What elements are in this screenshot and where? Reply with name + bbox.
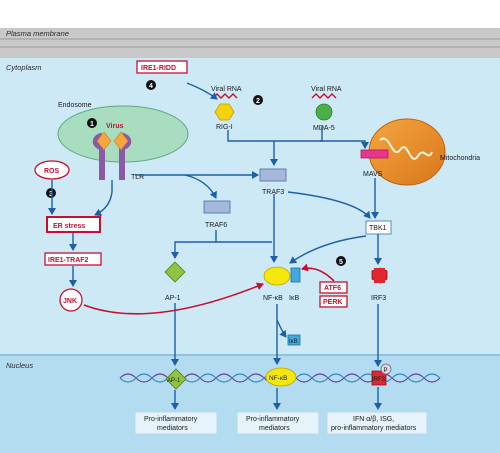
viral-rna-label-2: Viral RNA [311, 86, 342, 93]
red-stress-arrows [83, 263, 335, 315]
atf6-box [319, 281, 348, 294]
nfkb-label: NF-κB [263, 295, 283, 302]
mitochondria-label: Mitochondria [440, 155, 480, 162]
mavs-box [360, 149, 389, 159]
ire1-ridd-label: IRE1-RIDD [141, 65, 176, 72]
svg-text:1: 1 [90, 121, 94, 128]
ap1-label: AP-1 [165, 295, 181, 302]
ire1-traf2-box [44, 252, 102, 266]
mitochondria [368, 118, 446, 186]
tlr-label: TLR [131, 174, 144, 181]
svg-text:2: 2 [256, 98, 260, 105]
free-ikb-label: IκB [289, 339, 298, 345]
traf3-label: TRAF3 [262, 189, 284, 196]
viral-rna-strand-2 [311, 93, 337, 99]
cytoplasm-label: Cytoplasm [6, 63, 41, 72]
ros-label: ROS [44, 168, 60, 175]
perk-label: PERK [323, 299, 342, 306]
ap1-shape [164, 261, 186, 283]
nucleus-region [0, 355, 500, 453]
traf6-box [203, 200, 231, 214]
perk-box [319, 295, 348, 308]
er-stress-label: ER stress [53, 223, 85, 230]
virus-label: Virus [106, 123, 123, 130]
mavs-label: MAVS [363, 171, 383, 178]
output-irf3-line1: IFN α/β, ISG, [353, 416, 394, 423]
nfkb-nuclear-shape [265, 367, 297, 387]
output-ap1-line2: mediators [157, 425, 188, 432]
irf3-nuclear-label: IRF3 [372, 377, 386, 383]
ikb-shape [290, 267, 301, 283]
ros-oval [34, 160, 70, 180]
output-nfkb-line1: Pro-inflammatory [246, 416, 300, 423]
rig-i-label: RIG-I [216, 124, 233, 131]
endosome-label: Endosome [58, 102, 92, 109]
svg-text:5: 5 [339, 259, 343, 266]
phosphate-label: P [384, 368, 388, 374]
rig-i-shape [214, 103, 235, 121]
tbk1-label: TBK1 [369, 225, 387, 232]
svg-text:3: 3 [49, 191, 53, 198]
free-ikb-box [287, 334, 301, 346]
step-badge-5: 5 [336, 256, 346, 266]
nfkb-shape [263, 266, 291, 286]
cytoplasm-region [0, 55, 500, 355]
irf3-label: IRF3 [371, 295, 386, 302]
phosphate-circle [380, 363, 392, 375]
mda5-shape [315, 103, 333, 121]
blue-pathway-arrows [48, 82, 382, 410]
output-nfkb-line2: mediators [259, 425, 290, 432]
er-stress-box [46, 216, 101, 233]
mda5-label: MDA-5 [313, 125, 335, 132]
output-box-ap1 [134, 411, 218, 435]
output-irf3-line2: pro-inflammatory mediators [331, 425, 417, 432]
ikb-label: IκB [289, 295, 299, 302]
output-box-irf3 [326, 411, 428, 435]
nfkb-nuclear-label: NF-κB [269, 375, 287, 382]
plasma-membrane [0, 28, 500, 58]
ire1-ridd-box [136, 60, 188, 74]
ap1-nuclear-shape [165, 368, 187, 390]
ire1-traf2-label: IRE1-TRAF2 [48, 257, 89, 264]
jnk-circle [59, 288, 83, 312]
output-box-nfkb [236, 411, 320, 435]
step-badge-2: 2 [253, 95, 263, 105]
output-ap1-line1: Pro-inflammatory [144, 416, 198, 423]
nucleus-label: Nucleus [6, 361, 33, 370]
step-badge-1: 1 [87, 118, 97, 128]
step-badge-4: 4 [146, 80, 156, 90]
tlr-receptor [92, 131, 132, 180]
atf6-label: ATF6 [324, 285, 341, 292]
viral-rna-label: Viral RNA [211, 86, 242, 93]
traf6-label: TRAF6 [205, 222, 227, 229]
jnk-label: JNK [63, 298, 77, 305]
plasma-membrane-label: Plasma membrane [6, 29, 69, 38]
ap1-nuclear-label: AP-1 [167, 378, 181, 384]
step-badge-3: 3 [46, 188, 56, 198]
traf3-box [259, 168, 287, 182]
svg-text:4: 4 [149, 83, 153, 90]
